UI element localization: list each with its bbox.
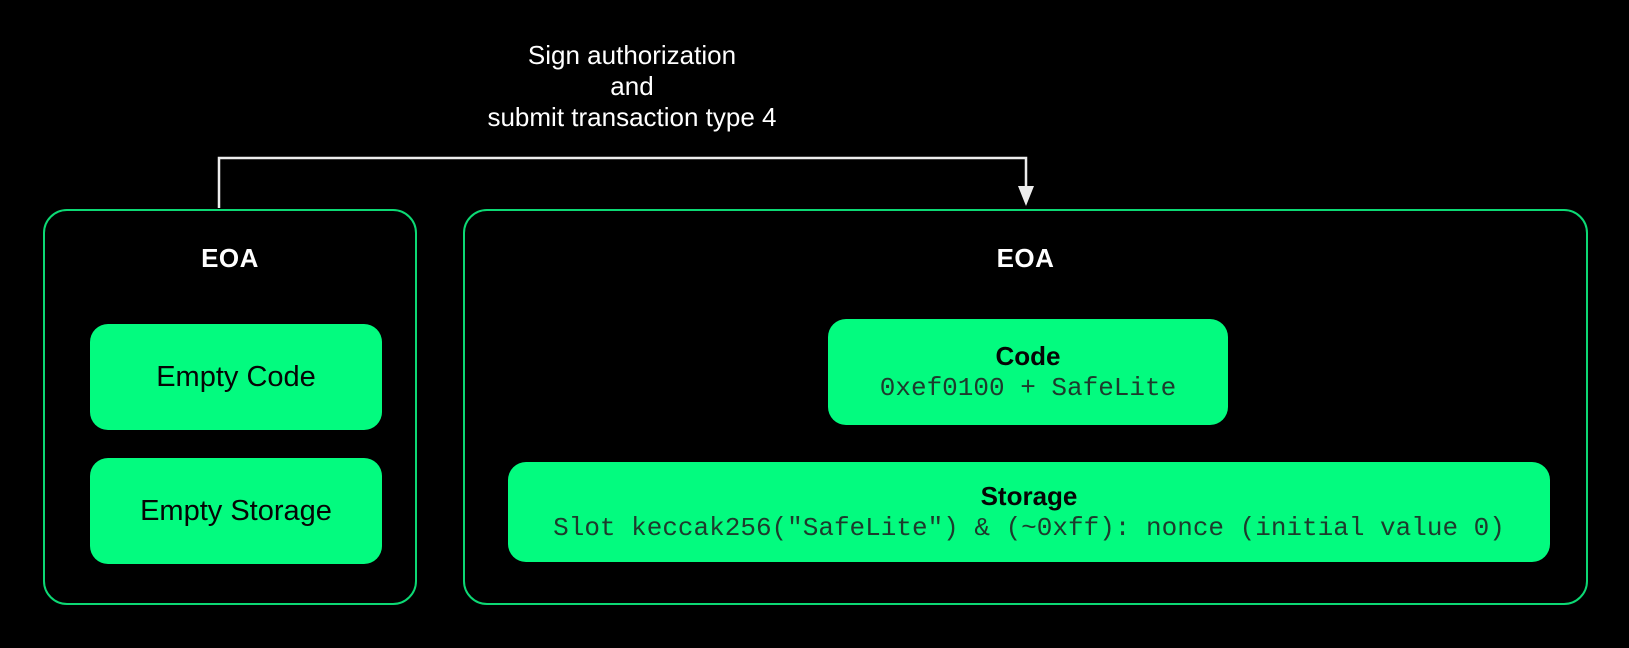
code-box-value: 0xef0100 + SafeLite bbox=[879, 372, 1177, 403]
storage-box: Storage Slot keccak256("SafeLite") & (~0… bbox=[508, 462, 1550, 562]
empty-storage-box: Empty Storage bbox=[90, 458, 382, 564]
empty-code-label: Empty Code bbox=[156, 360, 316, 393]
code-box: Code 0xef0100 + SafeLite bbox=[828, 319, 1228, 425]
transition-arrow-line bbox=[217, 156, 1028, 208]
arrow-label-line-2: and bbox=[610, 71, 654, 101]
code-box-title: Code bbox=[995, 340, 1061, 371]
arrow-label-line-3: submit transaction type 4 bbox=[487, 102, 777, 132]
storage-box-value: Slot keccak256("SafeLite") & (~0xff): no… bbox=[553, 512, 1505, 543]
eoa-after-panel: EOA Code 0xef0100 + SafeLite Storage Slo… bbox=[463, 209, 1588, 605]
arrow-label: Sign authorization and submit transactio… bbox=[382, 40, 882, 133]
arrow-label-line-1: Sign authorization bbox=[527, 40, 737, 70]
storage-box-title: Storage bbox=[980, 480, 1078, 511]
transition-arrowhead-icon bbox=[1018, 186, 1034, 206]
empty-storage-label: Empty Storage bbox=[140, 494, 332, 527]
eoa-before-panel: EOA Empty Code Empty Storage bbox=[43, 209, 417, 605]
eoa-after-title: EOA bbox=[996, 243, 1055, 273]
eoa-before-title: EOA bbox=[201, 243, 259, 273]
empty-code-box: Empty Code bbox=[90, 324, 382, 430]
